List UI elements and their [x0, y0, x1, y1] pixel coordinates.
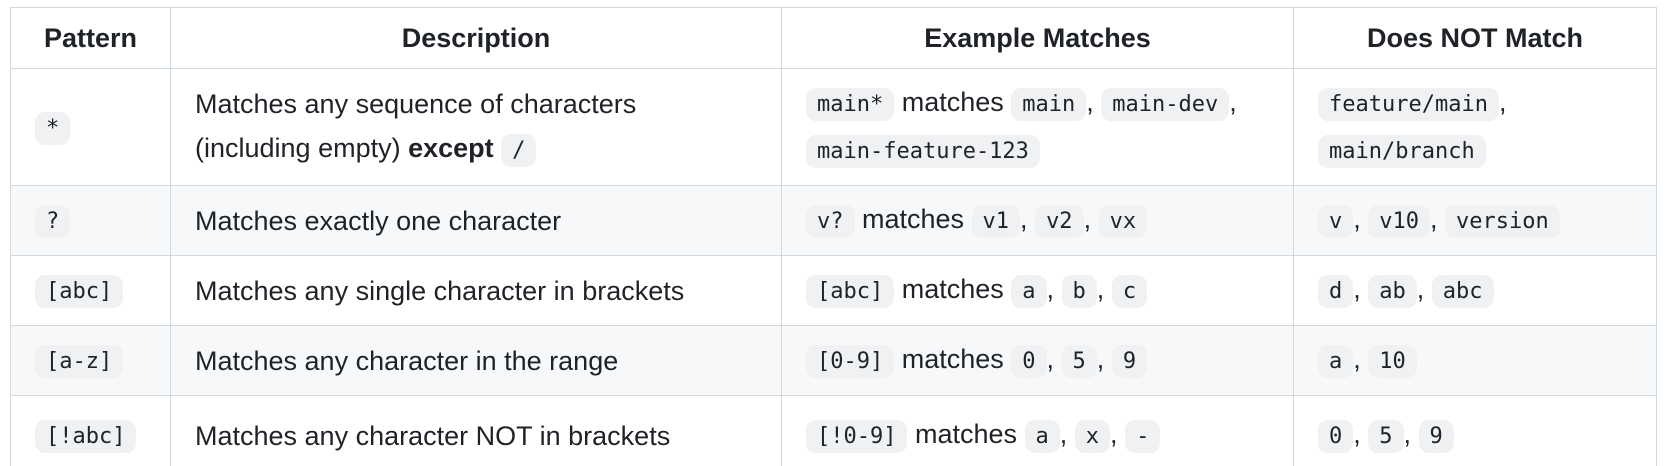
code-chip: vx: [1098, 205, 1148, 238]
code-chip: a: [1024, 420, 1060, 453]
not-match-cell: v, v10, version: [1293, 185, 1657, 256]
table-row: [abc] Matches any single character in br…: [10, 255, 1657, 326]
code-chip: main/branch: [1318, 135, 1486, 168]
code-chip: a: [1011, 275, 1047, 308]
table-row: [!abc] Matches any character NOT in brac…: [10, 395, 1657, 466]
bold-text: except: [408, 132, 494, 163]
examples-cell: [0-9] matches 0, 5, 9: [781, 325, 1294, 396]
code-chip: -: [1125, 420, 1161, 453]
column-header-pattern: Pattern: [10, 7, 171, 69]
code-chip: main-feature-123: [806, 135, 1040, 168]
header-row: Pattern Description Example Matches Does…: [10, 7, 1657, 69]
description-cell: Matches exactly one character: [170, 185, 782, 256]
not-match-cell: d, ab, abc: [1293, 255, 1657, 326]
description-cell: Matches any sequence of characters(inclu…: [170, 68, 782, 186]
code-chip: [abc]: [35, 275, 124, 308]
table-body: * Matches any sequence of characters(inc…: [10, 68, 1657, 466]
not-match-cell: feature/main,main/branch: [1293, 68, 1657, 186]
not-match-cell: a, 10: [1293, 325, 1657, 396]
code-chip: 0: [1318, 420, 1354, 453]
code-chip: abc: [1431, 275, 1494, 308]
code-chip: 10: [1368, 345, 1417, 378]
code-chip: a: [1318, 345, 1354, 378]
code-chip: /: [501, 133, 537, 167]
code-chip: 5: [1061, 345, 1097, 378]
description-cell: Matches any character NOT in brackets: [170, 395, 782, 466]
examples-cell: main* matches main, main-dev,main-featur…: [781, 68, 1294, 186]
code-chip: v2: [1035, 205, 1084, 238]
code-chip: version: [1445, 205, 1560, 238]
code-chip: 9: [1418, 420, 1454, 453]
examples-cell: [abc] matches a, b, c: [781, 255, 1294, 326]
table-row: ? Matches exactly one character v? match…: [10, 185, 1657, 256]
code-chip: main*: [806, 88, 895, 121]
code-chip: feature/main: [1318, 88, 1499, 121]
code-chip: ?: [35, 205, 71, 238]
code-chip: v1: [971, 205, 1021, 238]
code-chip: d: [1318, 275, 1354, 308]
glob-patterns-table: Pattern Description Example Matches Does…: [10, 7, 1657, 466]
table-row: * Matches any sequence of characters(inc…: [10, 68, 1657, 186]
pattern-cell: *: [10, 68, 171, 186]
pattern-cell: [abc]: [10, 255, 171, 326]
code-chip: [!abc]: [35, 420, 137, 453]
code-chip: [!0-9]: [806, 420, 908, 453]
code-chip: *: [35, 111, 71, 145]
description-cell: Matches any character in the range: [170, 325, 782, 396]
code-chip: [0-9]: [806, 345, 895, 378]
code-chip: 0: [1011, 345, 1047, 378]
code-chip: x: [1074, 420, 1111, 453]
code-chip: main-dev: [1101, 88, 1230, 121]
table-header: Pattern Description Example Matches Does…: [10, 7, 1657, 69]
code-chip: b: [1061, 275, 1097, 308]
pattern-cell: [!abc]: [10, 395, 171, 466]
code-chip: [abc]: [806, 275, 895, 308]
code-chip: v: [1318, 205, 1354, 238]
code-chip: v?: [806, 205, 855, 238]
examples-cell: [!0-9] matches a, x, -: [781, 395, 1294, 466]
column-header-does-not-match: Does NOT Match: [1293, 7, 1657, 69]
code-chip: main: [1011, 88, 1087, 121]
column-header-example-matches: Example Matches: [781, 7, 1294, 69]
code-chip: [a-z]: [35, 345, 124, 378]
not-match-cell: 0, 5, 9: [1293, 395, 1657, 466]
code-chip: c: [1111, 275, 1148, 308]
code-chip: v10: [1368, 205, 1431, 238]
column-header-description: Description: [170, 7, 782, 69]
pattern-cell: ?: [10, 185, 171, 256]
description-cell: Matches any single character in brackets: [170, 255, 782, 326]
code-chip: ab: [1368, 275, 1417, 308]
code-chip: 9: [1111, 345, 1148, 378]
table-row: [a-z] Matches any character in the range…: [10, 325, 1657, 396]
pattern-cell: [a-z]: [10, 325, 171, 396]
code-chip: 5: [1368, 420, 1404, 453]
examples-cell: v? matches v1, v2, vx: [781, 185, 1294, 256]
